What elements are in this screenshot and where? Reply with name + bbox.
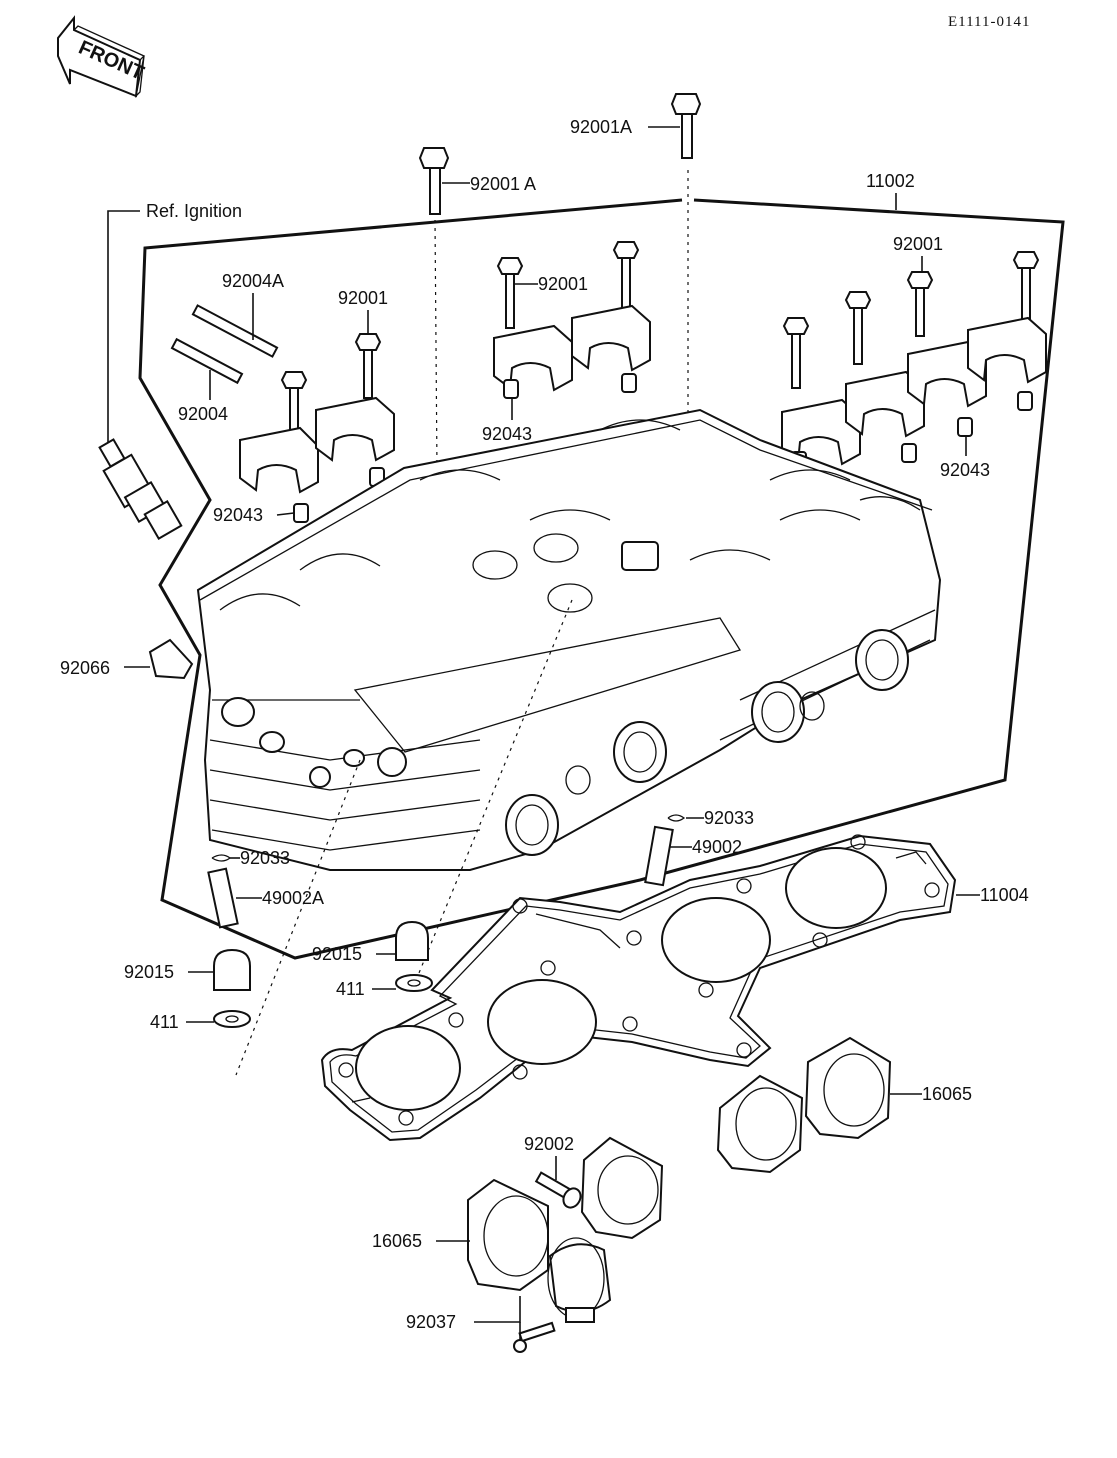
callout-bolt-cap-2: 92001 (538, 274, 588, 294)
callout-dowel-3: 92043 (940, 460, 990, 480)
head-gasket-icon (320, 834, 957, 1142)
callout-guide-left: 49002A (262, 888, 324, 908)
callout-clip-left: 92033 (240, 848, 290, 868)
callout-gasket: 11004 (980, 885, 1029, 905)
callout-nut-right: 92015 (312, 944, 362, 964)
washer-right-icon (395, 974, 433, 992)
callout-holder-right: 16065 (922, 1084, 972, 1104)
cam-cap-left-icon (239, 396, 395, 523)
callout-plug-cap: 92066 (60, 658, 110, 678)
callout-bolt-top: 92001A (570, 117, 632, 137)
callout-guide-right: 49002 (692, 837, 742, 857)
clip-right-icon (667, 814, 686, 822)
bolt-cap-right-icon (782, 251, 1040, 389)
stud-short-icon (170, 337, 244, 385)
callout-dowel-1: 92043 (213, 505, 263, 525)
callout-stud-long: 92004A (222, 271, 284, 291)
front-arrow-icon: FRONT (57, 15, 147, 98)
cam-cap-middle-icon (493, 304, 651, 399)
cam-cap-right-icon (781, 316, 1047, 471)
carb-holder-right-icon (716, 1036, 892, 1174)
callout-dowel-2: 92043 (482, 424, 532, 444)
callout-washer-left: 411 (150, 1012, 179, 1032)
callout-stud-short: 92004 (178, 404, 228, 424)
cylinder-head-body (196, 408, 942, 871)
spark-plug-icon (98, 438, 183, 540)
cap-nut-right-icon (395, 920, 429, 961)
valve-guide-right-icon (644, 825, 674, 887)
callout-washer-right: 411 (336, 979, 365, 999)
screw-icon (534, 1171, 582, 1209)
bolt-top-icon (670, 93, 702, 159)
callout-bolt-cap-1: 92001 (338, 288, 388, 308)
callout-clamp: 92037 (406, 1312, 456, 1332)
bolt-cap-left-icon (280, 333, 382, 437)
diagram-code: E1111-0141 (948, 14, 1031, 30)
hose-clamp-icon (513, 1237, 612, 1353)
carb-holder-left-icon (467, 1136, 664, 1292)
callout-clip-right: 92033 (704, 808, 754, 828)
cap-nut-left-icon (213, 948, 251, 991)
callout-screw: 92002 (524, 1134, 574, 1154)
callout-head-assembly: 11002 (866, 171, 915, 191)
ref-ignition-label: Ref. Ignition (146, 201, 242, 221)
valve-guide-left-icon (207, 867, 239, 929)
assembly-boundary (138, 198, 1065, 960)
bolt-left-icon (418, 147, 450, 215)
stud-long-icon (191, 304, 279, 358)
clip-left-icon (211, 854, 232, 862)
plug-cap-icon (148, 638, 194, 680)
callout-holder-left: 16065 (372, 1231, 422, 1251)
washer-left-icon (213, 1010, 251, 1028)
bolt-cap-middle-icon (496, 241, 640, 329)
callout-nut-left: 92015 (124, 962, 174, 982)
callout-bolt-cap-3: 92001 (893, 234, 943, 254)
callout-bolt-left: 92001 A (470, 174, 536, 194)
